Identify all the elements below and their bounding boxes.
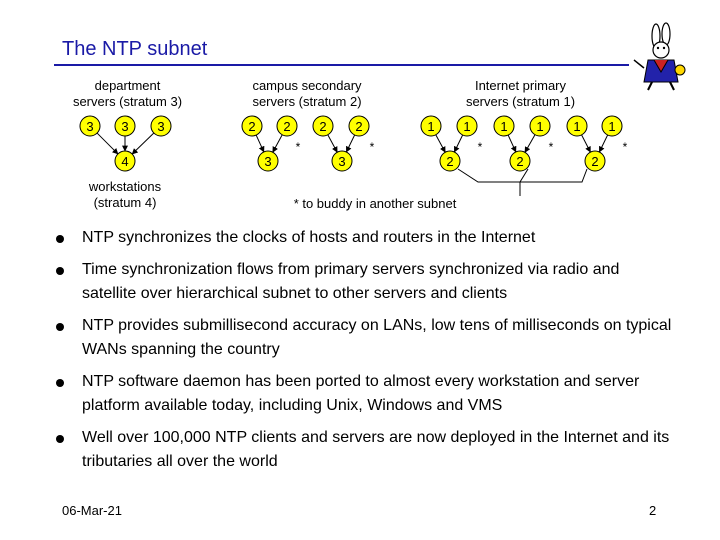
diagram-graph: 3 3 3 4 2 2 2 2 3 3 * * 1 1 1 1 1 1 2 2 2 * * *: [79, 115, 628, 196]
title-underline: [54, 64, 629, 66]
bullet-dot: [56, 435, 64, 443]
stratum2-node: [348, 115, 370, 137]
sync-arrow: [435, 134, 446, 153]
bullet-item: Well over 100,000 NTP clients and server…: [56, 426, 676, 474]
bullet-text: NTP synchronizes the clocks of hosts and…: [82, 229, 536, 246]
sync-arrow: [507, 134, 517, 153]
stratum2-node: [584, 150, 606, 172]
stratum3-node-label: 3: [157, 119, 164, 134]
stratum3-node-label: 3: [121, 119, 128, 134]
sync-arrow: [524, 134, 536, 153]
buddy-note: * to buddy in another subnet: [293, 196, 457, 211]
sync-arrow: [131, 132, 155, 155]
stratum3-node: [257, 150, 279, 172]
stratum1-node: [566, 115, 588, 137]
bullet-text: NTP software daemon has been ported to a…: [82, 373, 640, 414]
stratum3-node: [114, 115, 136, 137]
sync-arrow: [272, 134, 283, 153]
bullet-dot: [56, 379, 64, 387]
bullet-item: NTP synchronizes the clocks of hosts and…: [56, 226, 676, 250]
sync-arrow: [453, 134, 464, 153]
stratum1-node-label: 1: [463, 119, 470, 134]
buddy-star: *: [296, 140, 301, 154]
slide-title: The NTP subnet: [62, 38, 208, 60]
peer-link-mid: [519, 168, 529, 183]
bullet-item: Time synchronization flows from primary …: [56, 258, 676, 306]
buddy-star: *: [549, 140, 554, 154]
stratum2-node-label: 2: [446, 154, 453, 169]
stratum2-node: [312, 115, 334, 137]
label-campus: campus secondary servers (stratum 2): [252, 78, 362, 109]
stratum2-node-label: 2: [283, 119, 290, 134]
sync-arrow: [345, 134, 356, 153]
bullet-item: NTP software daemon has been ported to a…: [56, 370, 676, 418]
sync-arrow: [581, 134, 591, 153]
stratum3-node-label: 3: [338, 154, 345, 169]
stratum2-node-label: 2: [591, 154, 598, 169]
buddy-star: *: [370, 140, 375, 154]
stratum2-node-label: 2: [319, 119, 326, 134]
stratum3-node: [79, 115, 101, 137]
sync-arrow: [255, 134, 265, 153]
stratum3-node: [150, 115, 172, 137]
stratum1-node: [456, 115, 478, 137]
page-number: 2: [649, 503, 657, 518]
stratum3-node-label: 3: [264, 154, 271, 169]
stratum1-node: [493, 115, 515, 137]
sync-arrow: [598, 134, 609, 153]
stratum1-node: [420, 115, 442, 137]
stratum2-node: [439, 150, 461, 172]
stratum1-node-label: 1: [536, 119, 543, 134]
bullet-text: Well over 100,000 NTP clients and server…: [82, 429, 670, 470]
footer-date: 06-Mar-21: [62, 503, 122, 518]
sync-arrow: [327, 134, 338, 153]
stratum2-node-label: 2: [248, 119, 255, 134]
ntp-subnet-diagram: department servers (stratum 3) campus se…: [0, 72, 720, 222]
stratum1-node-label: 1: [427, 119, 434, 134]
stratum4-node: [114, 150, 136, 172]
bullet-dot: [56, 235, 64, 243]
bullet-dot: [56, 323, 64, 331]
stratum1-node: [529, 115, 551, 137]
white-rabbit-logo: [633, 22, 686, 91]
sync-arrow: [96, 132, 119, 155]
bullet-list: NTP synchronizes the clocks of hosts and…: [56, 226, 676, 482]
label-workstations: workstations (stratum 4): [88, 179, 162, 210]
peer-link-lower: [457, 168, 588, 183]
stratum1-node-label: 1: [500, 119, 507, 134]
stratum3-node: [331, 150, 353, 172]
label-department: department servers (stratum 3): [72, 78, 183, 109]
buddy-star: *: [623, 140, 628, 154]
bullet-text: Time synchronization flows from primary …: [82, 261, 620, 302]
stratum2-node: [276, 115, 298, 137]
bullet-dot: [56, 267, 64, 275]
stratum2-node: [241, 115, 263, 137]
stratum2-node-label: 2: [355, 119, 362, 134]
stratum1-node-label: 1: [573, 119, 580, 134]
bullet-text: NTP provides submillisecond accuracy on …: [82, 317, 672, 358]
stratum3-node-label: 3: [86, 119, 93, 134]
stratum4-node-label: 4: [121, 154, 128, 169]
stratum2-node-label: 2: [516, 154, 523, 169]
buddy-star: *: [478, 140, 483, 154]
label-internet: Internet primary servers (stratum 1): [465, 78, 576, 109]
stratum1-node-label: 1: [608, 119, 615, 134]
stratum1-node: [601, 115, 623, 137]
bullet-item: NTP provides submillisecond accuracy on …: [56, 314, 676, 362]
stratum2-node: [509, 150, 531, 172]
